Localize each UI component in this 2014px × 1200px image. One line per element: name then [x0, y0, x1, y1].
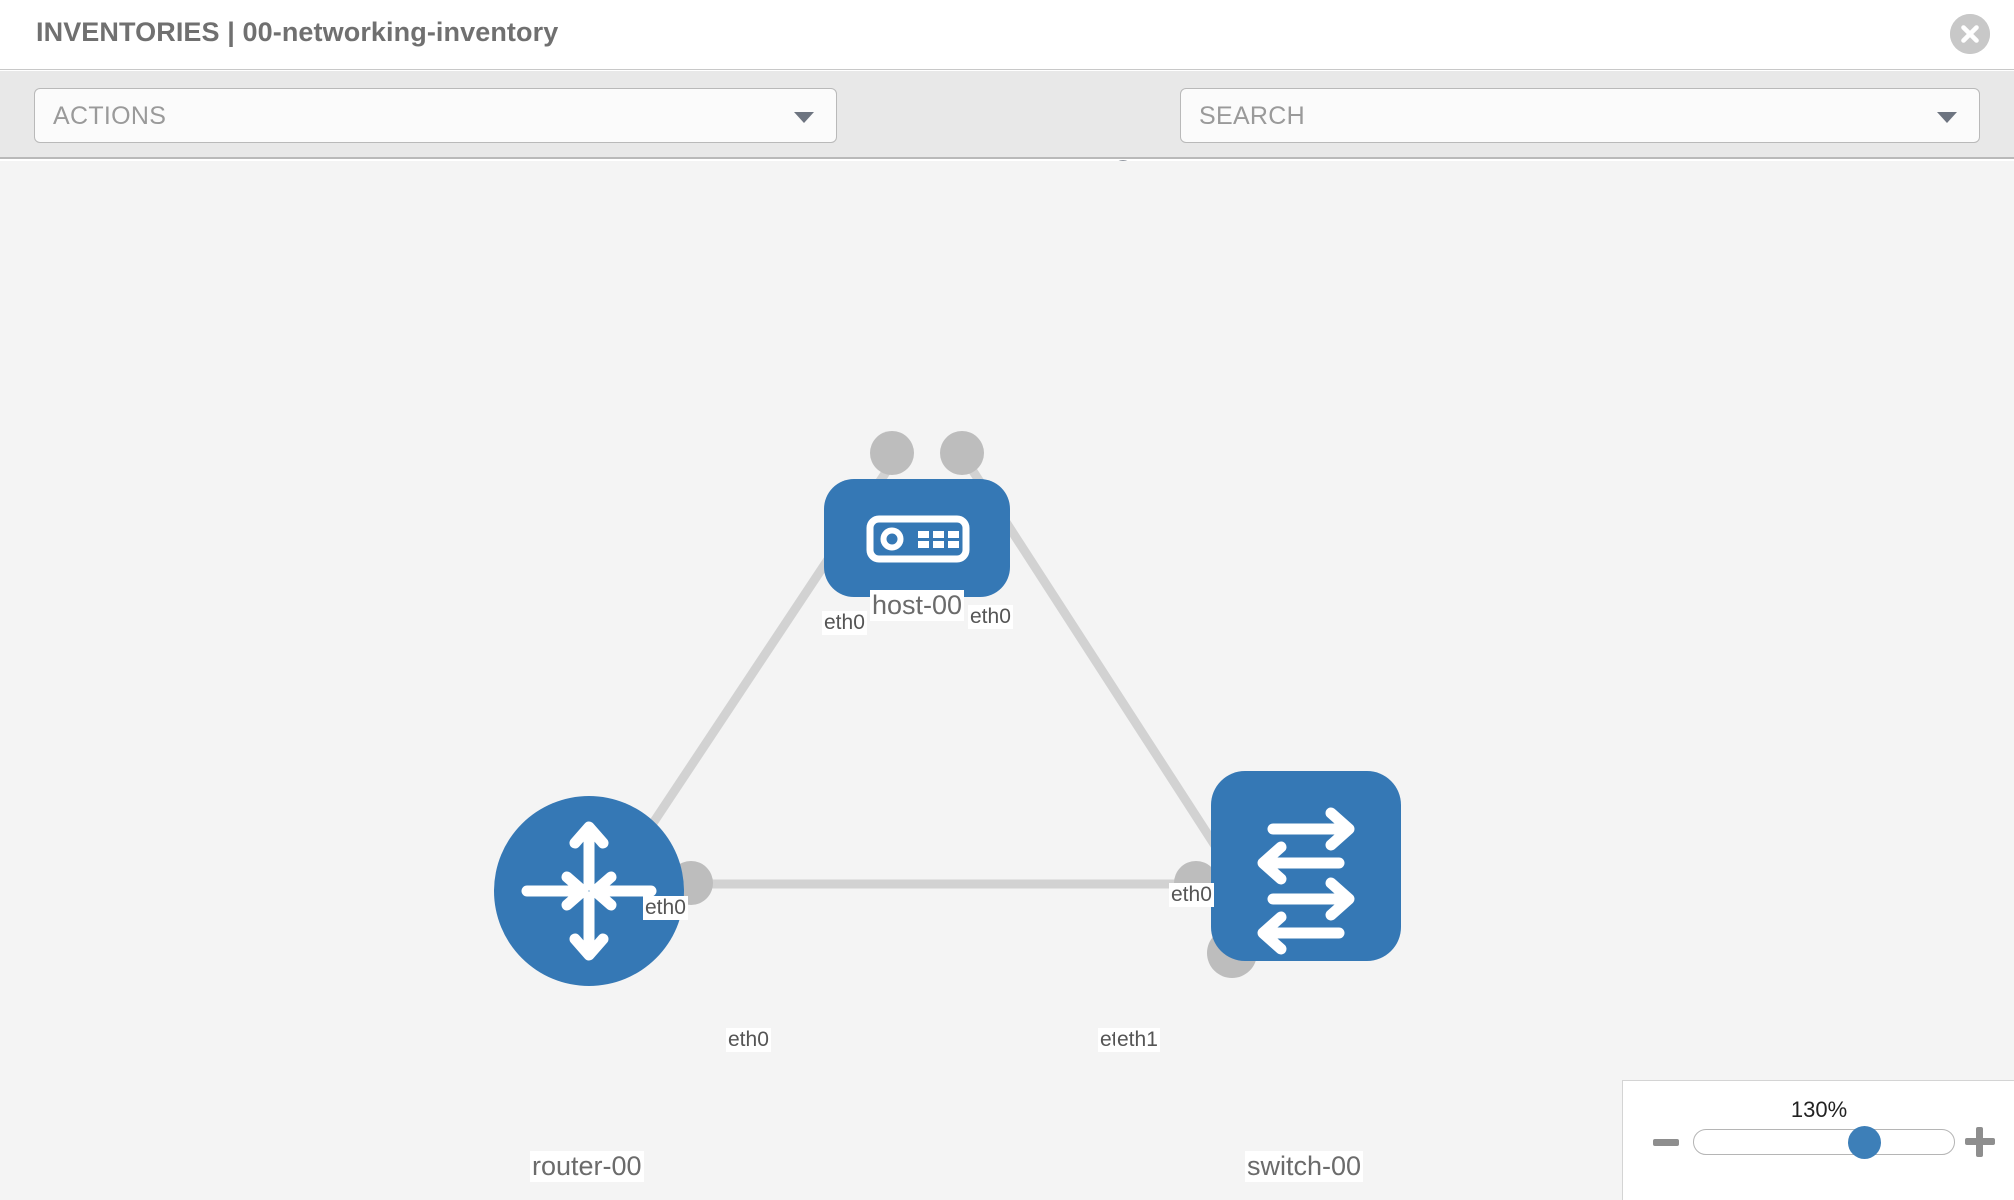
search-placeholder: SEARCH: [1199, 102, 1305, 130]
node-label-switch-00: switch-00: [1245, 1151, 1364, 1183]
page-title: INVENTORIES | 00-networking-inventory: [36, 17, 559, 47]
close-icon[interactable]: [1950, 14, 1990, 54]
node-switch-00[interactable]: [1211, 771, 1401, 961]
iface-label-host00-right: eth0: [968, 605, 1013, 630]
connector-knob[interactable]: [940, 431, 984, 475]
connector-knob[interactable]: [870, 431, 914, 475]
node-label-host-00: host-00: [870, 590, 965, 622]
node-host-00[interactable]: [824, 479, 1010, 597]
node-label-router-00: router-00: [530, 1151, 644, 1183]
chevron-down-icon[interactable]: [1937, 112, 1957, 123]
iface-label-router00-uplink: eth0: [643, 896, 688, 921]
iface-label-router00-eth0: eth0: [726, 1028, 771, 1053]
zoom-control-panel: 130%: [1622, 1080, 2014, 1200]
topology-graph: [494, 431, 1401, 986]
actions-dropdown-label: ACTIONS: [53, 102, 167, 130]
zoom-slider-thumb[interactable]: [1848, 1126, 1881, 1159]
search-input[interactable]: SEARCH: [1180, 88, 1980, 143]
toolbar: ACTIONS SEARCH: [0, 71, 2014, 198]
zoom-out-button[interactable]: [1653, 1139, 1679, 1146]
iface-label-switch00-uplink: eth0: [1169, 883, 1214, 908]
zoom-slider-track[interactable]: [1693, 1129, 1955, 1155]
topology-canvas[interactable]: host-00 router-00 switch-00 eth0 eth0 et…: [0, 161, 2014, 1200]
iface-label-host00-left: eth0: [822, 611, 867, 636]
iface-label-switch00-eth1: eth1: [1115, 1028, 1160, 1053]
actions-dropdown[interactable]: ACTIONS: [34, 88, 837, 143]
zoom-level-value: 130%: [1790, 1097, 1848, 1122]
page-header: INVENTORIES | 00-networking-inventory: [0, 0, 2014, 70]
zoom-in-button[interactable]: [1965, 1127, 1995, 1157]
chevron-down-icon: [794, 112, 814, 123]
node-router-00[interactable]: [494, 796, 684, 986]
